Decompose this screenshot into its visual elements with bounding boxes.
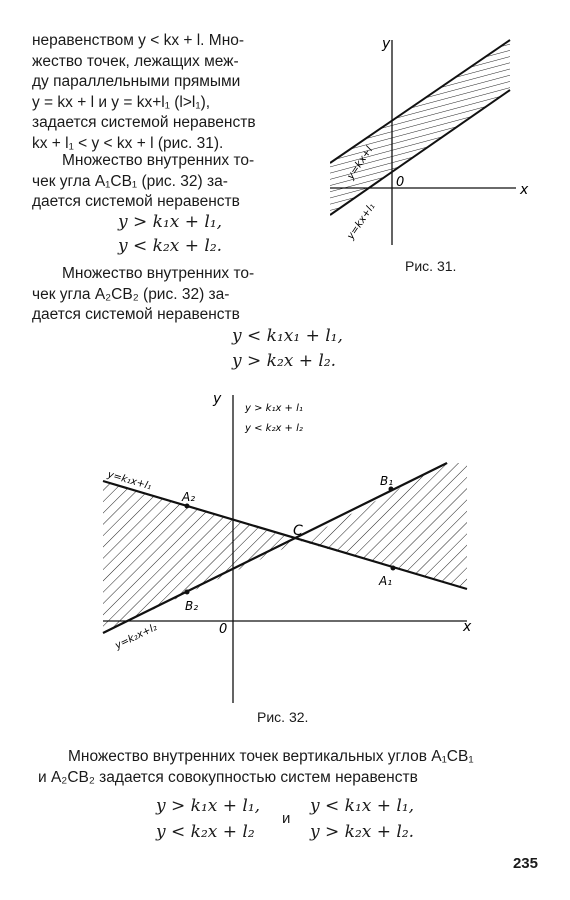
equation-line: y < k₁x + l₁, bbox=[310, 796, 415, 816]
equation-line: y > k₂x + l₂. bbox=[310, 822, 415, 842]
point-b1 bbox=[388, 486, 394, 492]
figure-31-caption: Рис. 31. bbox=[405, 258, 457, 274]
legend-inequality-1: y > k₁x + l₁ bbox=[244, 403, 303, 414]
equation-line: y > k₁x + l₁, bbox=[118, 212, 223, 232]
point-b2 bbox=[184, 589, 190, 595]
paragraph-1: неравенством y < kx + l. Мно- жество точ… bbox=[32, 31, 308, 154]
line-lower bbox=[330, 89, 511, 216]
text-line: жество точек, лежащих меж- bbox=[32, 52, 239, 70]
conjunction: и bbox=[282, 810, 291, 827]
text-line: дается системой неравенств bbox=[32, 193, 240, 210]
y-axis-label: y bbox=[212, 391, 222, 407]
x-axis-label: x bbox=[462, 619, 472, 635]
equation-line: y < k₁x₁ + l₁, bbox=[232, 326, 343, 346]
text-line: и A₂CB₂ задается совокупностью систем не… bbox=[38, 768, 418, 786]
point-a1 bbox=[390, 565, 396, 571]
text-line: ду параллельными прямыми bbox=[32, 73, 241, 90]
line-lower-label: y=kx+l₁ bbox=[345, 201, 378, 242]
point-c-label: C bbox=[293, 523, 303, 539]
equation-line: y < k₂x + l₂ bbox=[156, 822, 255, 842]
page-number: 235 bbox=[512, 855, 538, 872]
paragraph-4: Множество внутренних точек вертикальных … bbox=[38, 747, 538, 788]
y-axis-label: y bbox=[381, 36, 391, 52]
x-axis-label: x bbox=[519, 182, 529, 198]
text-line: kx + l₁ < y < kx + l (рис. 31). bbox=[32, 134, 224, 152]
text-line: чек угла A₁CB₁ (рис. 32) за- bbox=[32, 172, 228, 190]
figure-31: y x 0 y=kx+l y=kx+l₁ bbox=[330, 36, 529, 245]
line-2-label: y=k₂x+l₂ bbox=[113, 622, 159, 652]
line-1 bbox=[102, 479, 468, 591]
text-line: y = kx + l и y = kx+l₁ (l>l₁), bbox=[32, 93, 211, 111]
paragraph-3: Множество внутренних то- чек угла A₂CB₂ … bbox=[32, 264, 308, 326]
text-line: задается системой неравенств bbox=[32, 114, 256, 131]
legend-inequality-2: y < k₂x + l₂ bbox=[244, 423, 303, 434]
point-a2-label: A₂ bbox=[181, 490, 195, 504]
origin-label: 0 bbox=[396, 175, 404, 190]
point-a2 bbox=[184, 503, 190, 509]
text-line: Множество внутренних то- bbox=[62, 265, 255, 282]
text-line: дается системой неравенств bbox=[32, 306, 240, 323]
text-line: чек угла A₂CB₂ (рис. 32) за- bbox=[32, 285, 230, 303]
equation-line: y < k₂x + l₂. bbox=[118, 236, 223, 256]
text-line: Множество внутренних точек вертикальных … bbox=[68, 748, 474, 765]
figure-32: y x 0 C A₂ A₁ B₁ B₂ y > k₁x + l₁ y < k₂x… bbox=[102, 391, 472, 703]
point-b2-label: B₂ bbox=[185, 599, 198, 613]
figure-32-caption: Рис. 32. bbox=[257, 709, 309, 725]
origin-label: 0 bbox=[219, 622, 227, 637]
equation-line: y > k₂x + l₂. bbox=[232, 351, 337, 371]
line-upper bbox=[330, 39, 511, 164]
point-a1-label: A₁ bbox=[378, 574, 392, 588]
equation-line: y > k₁x + l₁, bbox=[156, 796, 261, 816]
paragraph-2: Множество внутренних то- чек угла A₁CB₁ … bbox=[32, 151, 308, 213]
text-line: неравенством y < kx + l. Мно- bbox=[32, 32, 245, 49]
line-2 bbox=[102, 462, 448, 634]
point-b1-label: B₁ bbox=[380, 474, 393, 488]
text-line: Множество внутренних то- bbox=[62, 152, 255, 169]
